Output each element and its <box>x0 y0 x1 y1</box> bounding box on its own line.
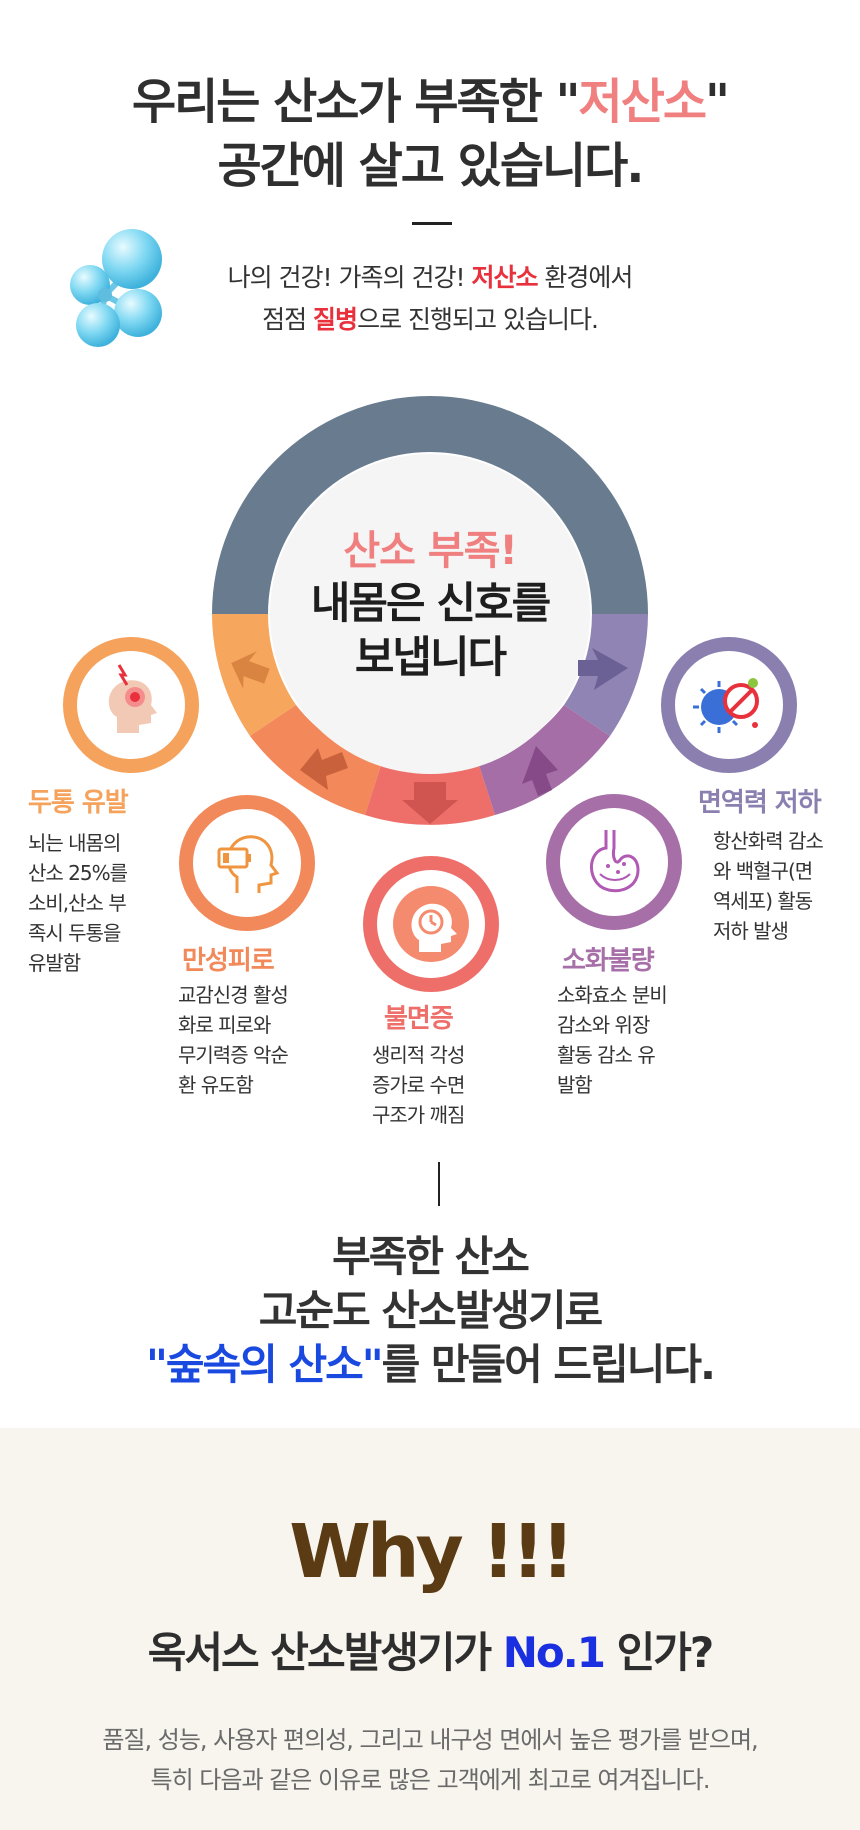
ring-top-segment <box>212 396 648 614</box>
oxygen-molecule-icon <box>60 225 180 355</box>
arrow-icon <box>231 651 270 689</box>
why-section <box>0 1428 860 1830</box>
symptom-immunity-badge <box>661 637 797 773</box>
arrow-icon <box>300 748 348 790</box>
low-battery-head-icon <box>217 835 280 893</box>
arrow-icon <box>578 648 628 690</box>
forest-oxygen-highlight: "숲속의 산소" <box>146 1340 384 1389</box>
why-question: 옥서스 산소발생기가 No.1 인가? <box>147 1628 714 1677</box>
solution-message: 부족한 산소 고순도 산소발생기로 "숲속의 산소"를 만들어 드립니다. <box>146 1232 716 1389</box>
symptom-fatigue-badge <box>179 795 315 931</box>
no1-highlight: No.1 <box>502 1628 606 1677</box>
symptom-headache-badge <box>63 637 199 773</box>
virus-icon <box>693 678 759 733</box>
title-highlight: 저산소 <box>578 74 707 130</box>
page-title: 우리는 산소가 부족한 "저산소" 공간에 살고 있습니다. <box>131 74 730 194</box>
arrow-icon <box>402 782 458 824</box>
intro-highlight: 저산소 <box>471 263 538 292</box>
arrow-icon <box>522 746 558 796</box>
stomach-icon <box>590 830 640 893</box>
symptom-fatigue-label: 만성피로 <box>182 946 275 976</box>
symptom-insomnia-label: 불면증 <box>384 1004 454 1034</box>
symptom-insomnia-badge <box>363 856 499 992</box>
symptom-indigestion-label: 소화불량 <box>562 946 655 976</box>
clock-head-icon <box>393 886 469 962</box>
symptom-immunity-label: 면역력 저하 <box>698 788 822 818</box>
circle-message: 산소 부족! 내몸은 신호를 보냅니다 <box>310 528 551 683</box>
why-description: 품질, 성능, 사용자 편의성, 그리고 내구성 면에서 높은 평가를 받으며,… <box>102 1726 758 1794</box>
divider-vertical <box>438 1162 440 1206</box>
oxygen-ring-diagram <box>212 396 648 825</box>
divider <box>412 222 452 225</box>
intro-text: 나의 건강! 가족의 건강! 저산소 환경에서 점점 질병으로 진행되고 있습니… <box>227 263 634 334</box>
why-title: Why !!! <box>289 1509 575 1595</box>
head-pain-icon <box>108 664 157 733</box>
intro-highlight-disease: 질병 <box>313 305 358 334</box>
symptom-headache-label: 두통 유발 <box>28 788 129 818</box>
symptom-indigestion-badge <box>546 794 682 930</box>
